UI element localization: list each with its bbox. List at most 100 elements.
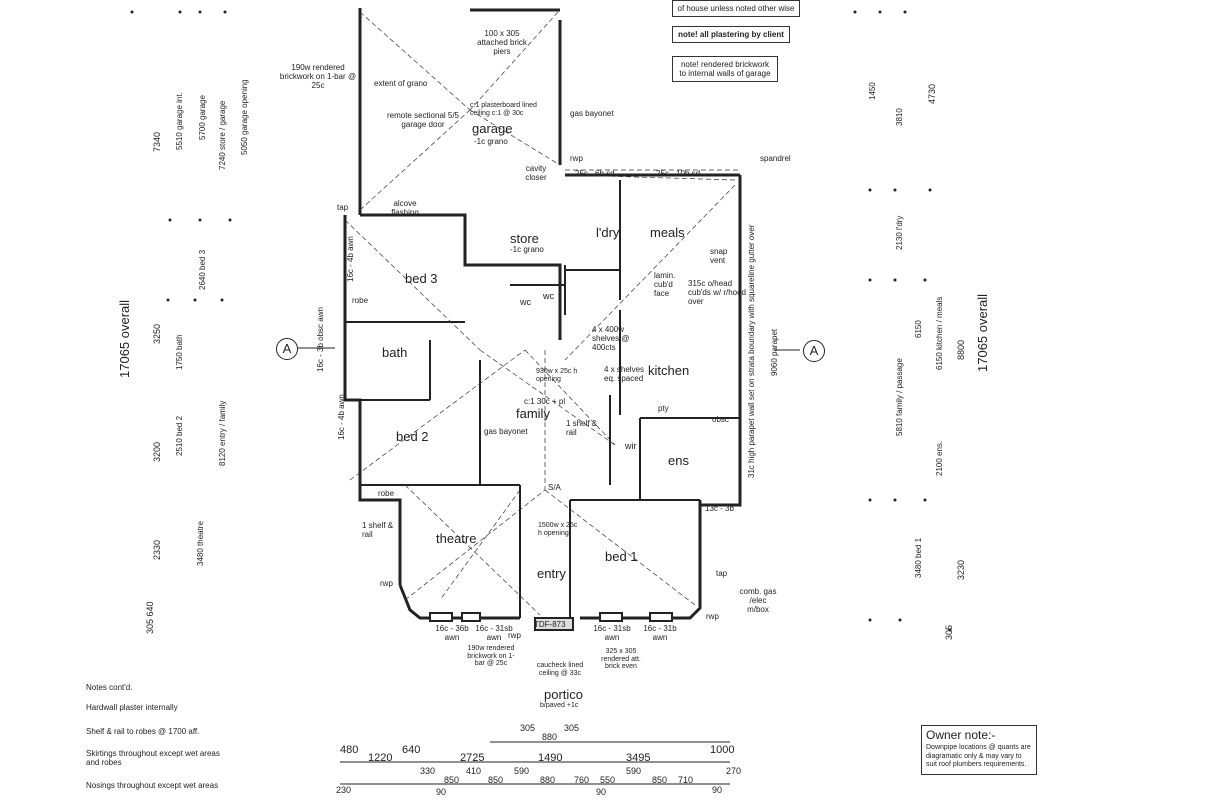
label-shelves-2: 4 x shelves eq. spaced bbox=[604, 365, 645, 383]
label-window-2: 16c - 31sb awn bbox=[475, 624, 513, 642]
room-portico-sub: b/paved +1c bbox=[540, 702, 579, 709]
room-robe-2: robe bbox=[378, 489, 395, 498]
label-rendered-brick-2: 190w rendered brickwork on 1-bar @ 25c bbox=[467, 645, 515, 668]
dim-right-2130: 2130 l'dry bbox=[895, 215, 904, 250]
note-text-1: of house unless noted other wise bbox=[677, 4, 795, 13]
label-overall-right: 17065 overall bbox=[975, 293, 990, 372]
dim-right-2100: 2100 ens. bbox=[935, 440, 944, 476]
label-gas-bayonet-1: gas bayonet bbox=[570, 109, 614, 118]
dim-right-3230: 3230 bbox=[956, 559, 966, 580]
dim-left-640: 305 640 bbox=[145, 601, 155, 634]
dim-left-3200: 3200 bbox=[152, 441, 162, 462]
label-tdf: TDF-873 bbox=[534, 620, 566, 629]
owner-note-body: Downpipe locations @ quants are diagrama… bbox=[926, 744, 1031, 769]
room-bed2: bed 2 bbox=[396, 429, 429, 444]
dim-bottom-640: 640 bbox=[402, 744, 421, 756]
label-window-3: 16c - 31sb awn bbox=[593, 624, 631, 642]
label-plasterboard: c:1 plasterboard lined ceiling c:1 @ 30c bbox=[470, 102, 537, 117]
dim-bottom-1220: 1220 bbox=[368, 752, 393, 764]
label-cavity-closer: cavity closer bbox=[525, 164, 547, 182]
label-window-13c3b: 13c - 3b bbox=[705, 504, 734, 513]
dim-right-4730: 4730 bbox=[927, 83, 937, 104]
room-ens: ens bbox=[668, 453, 689, 468]
label-opening-1: 930w x 25c h opening bbox=[536, 368, 578, 383]
section-a-left-marker: A bbox=[276, 338, 298, 360]
window-theatre bbox=[429, 612, 453, 622]
dim-left-7340: 7340 bbox=[152, 131, 162, 152]
dim-bottom-410: 410 bbox=[466, 766, 482, 776]
label-window-25c6b: 25c - 6b sd bbox=[575, 169, 615, 178]
dim-bottom-550: 550 bbox=[600, 775, 616, 785]
dim-bottom-850a: 850 bbox=[444, 775, 460, 785]
label-portico-brick: 325 x 305 rendered att. brick even bbox=[601, 648, 641, 671]
owner-note-box: Owner note:- Downpipe locations @ quants… bbox=[921, 725, 1037, 775]
note-text-3: note! rendered brickwork to internal wal… bbox=[679, 60, 771, 79]
room-store: store bbox=[510, 231, 539, 246]
dim-bottom-880b: 880 bbox=[540, 775, 556, 785]
dim-bottom-330: 330 bbox=[420, 766, 436, 776]
label-window-16c4b-1: 16c - 4b awn bbox=[346, 236, 355, 282]
room-store-sub: -1c grano bbox=[510, 245, 544, 254]
label-laminate: lamin. cub'd face bbox=[654, 271, 676, 298]
dim-right-3810: 3810 bbox=[895, 108, 904, 126]
dim-left-3480: 3480 theatre bbox=[196, 521, 205, 566]
window-bed1-a bbox=[599, 612, 623, 622]
label-rwp-left: rwp bbox=[380, 579, 393, 588]
window-entry-left bbox=[461, 612, 481, 622]
tdf-door bbox=[534, 617, 574, 631]
dim-right-305: 305 bbox=[944, 624, 954, 640]
label-sectional-door: remote sectional 5/5 garage door bbox=[386, 111, 460, 129]
left-outer-wall bbox=[343, 215, 402, 585]
label-window-16c3b: 16c - 3b obsc awn bbox=[316, 307, 325, 372]
dim-left-5510: 5510 garage int. bbox=[175, 92, 184, 150]
note-box-2: note! all plastering by client bbox=[672, 26, 790, 44]
dim-bottom-590b: 590 bbox=[626, 766, 642, 776]
notes-cont-line2: Shelf & rail to robes @ 1700 aff. bbox=[86, 727, 200, 736]
dim-right-3480b: 3480 bed 1 bbox=[914, 537, 923, 578]
dim-bottom-90a: 90 bbox=[436, 787, 447, 797]
dim-bottom-1490: 1490 bbox=[538, 752, 563, 764]
window-bed1-b bbox=[649, 612, 673, 622]
dim-bottom-90c: 90 bbox=[712, 785, 723, 795]
label-window-25c10b: 25c - 10b sd bbox=[656, 169, 701, 178]
room-bed1: bed 1 bbox=[605, 549, 638, 564]
dim-right-5810: 5810 family / passage bbox=[895, 358, 904, 436]
dim-left-2640: 2640 bed 3 bbox=[198, 249, 207, 290]
room-bath: bath bbox=[382, 345, 408, 360]
label-shelves-1: 4 x 400w shelves @ 400cts bbox=[592, 325, 630, 352]
dim-left-5700: 5700 garage bbox=[198, 95, 207, 140]
dim-left-2330: 2330 bbox=[152, 539, 162, 560]
dim-left-7240: 7240 store / garage bbox=[218, 100, 227, 170]
notes-cont-line4: Nosings throughout except wet areas bbox=[86, 781, 219, 790]
dim-bottom-850b: 850 bbox=[488, 775, 504, 785]
label-window-4: 16c - 31b awn bbox=[643, 624, 677, 642]
section-a-right-marker: A bbox=[803, 340, 825, 362]
dim-right-8800: 8800 bbox=[956, 339, 966, 360]
dim-bottom-230a: 230 bbox=[336, 785, 352, 795]
label-hood: 315c o/head cub'ds w/ r/hood over bbox=[688, 279, 747, 306]
label-brick-piers: 100 x 305 attached brick piers bbox=[477, 29, 527, 56]
room-portico: portico bbox=[544, 687, 584, 702]
label-ceiling-30: c:1 30c + pl bbox=[524, 397, 566, 406]
label-snap-vent: snap vent bbox=[710, 247, 728, 265]
label-rendered-brick: 190w rendered brickwork on 1-bar @ 25c bbox=[279, 63, 357, 90]
dim-right-9060: 9060 parapet bbox=[770, 328, 779, 376]
note-box-3: note! rendered brickwork to internal wal… bbox=[672, 56, 778, 83]
room-garage: garage bbox=[472, 121, 513, 136]
note-box-1: of house unless noted other wise bbox=[672, 0, 800, 18]
room-entry: entry bbox=[537, 566, 566, 581]
room-ldry: l'dry bbox=[596, 225, 620, 240]
label-portico-ceiling: caucheck lined ceiling @ 33c bbox=[536, 662, 584, 677]
room-theatre: theatre bbox=[436, 531, 477, 546]
dim-left-1750: 1750 bath bbox=[175, 334, 184, 370]
room-meals: meals bbox=[650, 225, 685, 240]
room-pty: pty bbox=[658, 404, 669, 413]
label-obsc: obsc bbox=[712, 415, 729, 424]
label-window-1: 16c - 36b awn bbox=[435, 624, 469, 642]
dim-right-6150k: 6150 kitchen / meals bbox=[935, 296, 944, 370]
dim-bottom-760: 760 bbox=[574, 775, 590, 785]
dim-bottom-2725: 2725 bbox=[460, 752, 485, 764]
dim-right-6150: 6150 bbox=[914, 320, 923, 338]
front-wall-bed1 bbox=[580, 500, 702, 620]
